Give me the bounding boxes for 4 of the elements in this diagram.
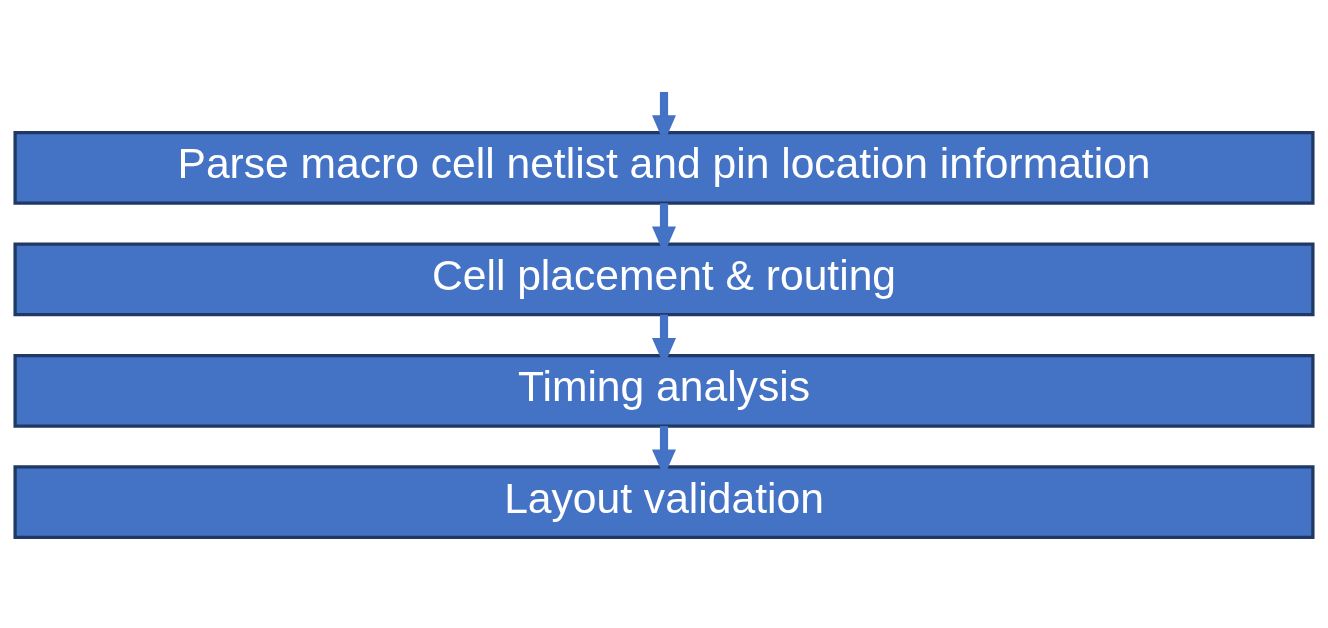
node-box: Timing analysis (13, 353, 1315, 428)
node-box: Layout validation (13, 465, 1315, 540)
node-box: Parse macro cell netlist and pin location information (13, 131, 1315, 205)
node-box: Cell placement & routing (13, 242, 1315, 317)
